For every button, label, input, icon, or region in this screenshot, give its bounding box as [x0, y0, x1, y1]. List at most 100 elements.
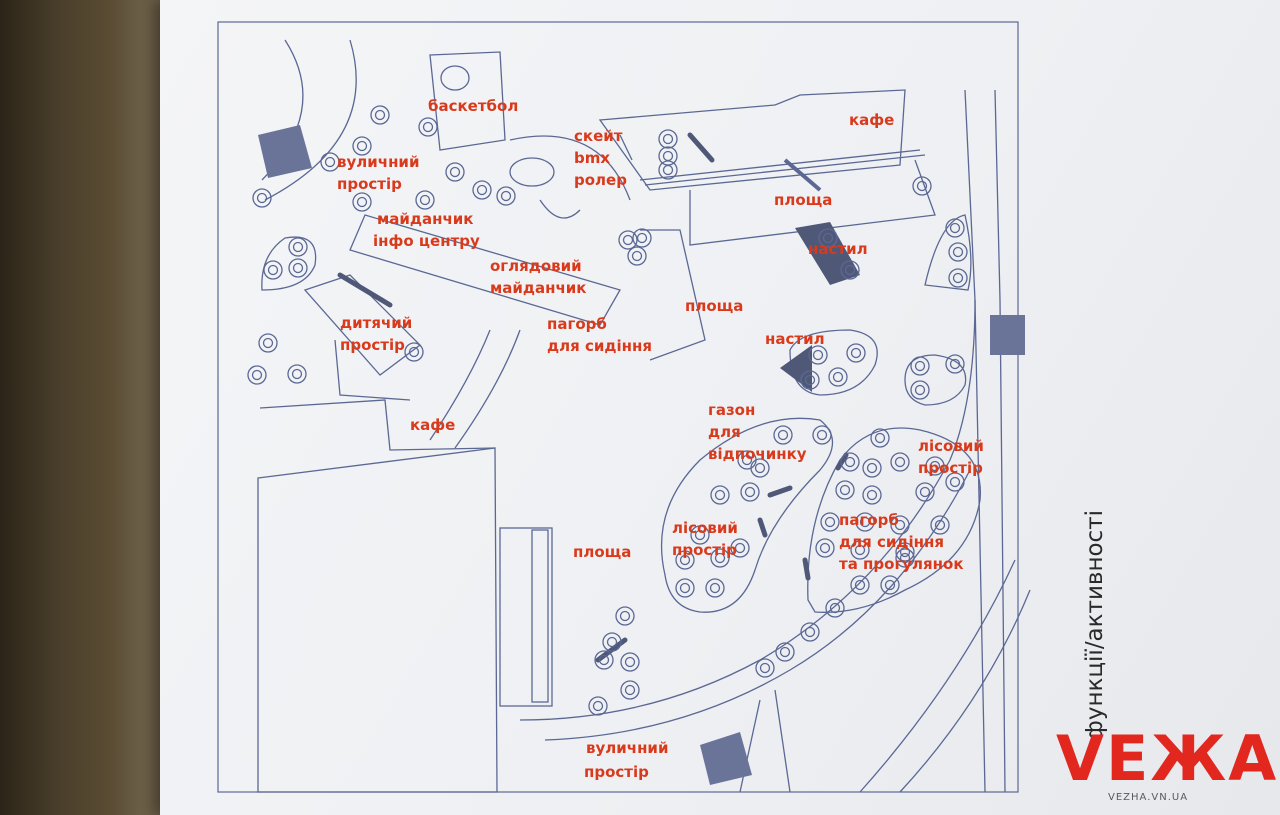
tree-circle-inner [854, 544, 866, 556]
tree-circle-inner [662, 133, 674, 145]
tree-circle-inner [916, 180, 928, 192]
tree-circle-inner [714, 552, 726, 564]
brand-name: VEЖА [1056, 722, 1279, 795]
tree-circle-inner [408, 346, 420, 358]
tree-circle [775, 642, 795, 662]
tree-circle [615, 606, 635, 626]
tree-circle [618, 230, 638, 250]
tree-circle [320, 152, 340, 172]
tree-circle [930, 515, 950, 535]
tree-circle [890, 515, 910, 535]
tree-circle [588, 696, 608, 716]
label-kids-1: дитячий [340, 314, 413, 332]
tree-circle-inner [914, 384, 926, 396]
tree-circle-inner [292, 241, 304, 253]
tree-circle-inner [374, 109, 386, 121]
tree-circle [620, 680, 640, 700]
brand-url: VEZHA.VN.UA [1108, 792, 1189, 803]
tree-circle-inner [894, 519, 906, 531]
tree-circle-inner [662, 164, 674, 176]
tree-circle-inner [777, 429, 789, 441]
tree-circle [912, 176, 932, 196]
tree-circle [404, 342, 424, 362]
tree-circle [890, 452, 910, 472]
tree-circle-inner [476, 184, 488, 196]
tree-circle [800, 370, 820, 390]
tree-circle-inner [251, 369, 263, 381]
tree-circle [658, 160, 678, 180]
building-block [257, 447, 498, 793]
tree-circle [287, 364, 307, 384]
tree-circle [773, 425, 793, 445]
tree-circle-inner [356, 140, 368, 152]
tree-circle-inner [866, 489, 878, 501]
label-forest-right-2: простір [918, 459, 983, 477]
tree-circle [263, 260, 283, 280]
tree-circle [710, 548, 730, 568]
tree-circle [945, 218, 965, 238]
tree-circle-inner [592, 700, 604, 712]
label-info-2: інфо центру [373, 232, 480, 250]
lawn-shape [660, 417, 833, 613]
label-cafe-left: кафе [410, 416, 456, 434]
tree-circle [418, 117, 438, 137]
label-lawn-1: газон [708, 401, 756, 419]
tree-circle [288, 258, 308, 278]
tree-circle-inner [759, 662, 771, 674]
label-view-2: майданчик [490, 279, 587, 297]
tree-circle-inner [854, 579, 866, 591]
tree-circle-inner [874, 432, 886, 444]
tree-circle-inner [832, 371, 844, 383]
brand-logo: VEЖА [1056, 722, 1279, 798]
tree-circle [690, 525, 710, 545]
tree-circle-inner [734, 542, 746, 554]
tree-circle [925, 456, 945, 476]
tree-circle-inner [449, 166, 461, 178]
tree-circle [658, 146, 678, 166]
tree-circle [846, 343, 866, 363]
tree-circle [602, 632, 622, 652]
tree-circle [862, 458, 882, 478]
tree-circle-inner [741, 454, 753, 466]
tree-circle-inner [622, 234, 634, 246]
tree-circle-inner [844, 456, 856, 468]
tree-circle [730, 538, 750, 558]
tree-circle-inner [356, 196, 368, 208]
label-square-mid: площа [685, 297, 744, 315]
label-view-1: оглядовий [490, 257, 582, 275]
label-roller: ролер [574, 171, 627, 189]
tree-circle [496, 186, 516, 206]
tree-circle-inner [819, 542, 831, 554]
tree-circle [675, 578, 695, 598]
label-forest-right-1: лісовий [918, 437, 984, 455]
tree-circle-inner [949, 358, 961, 370]
tree-circle [850, 575, 870, 595]
tree-circle [705, 578, 725, 598]
plan-frame [217, 21, 1019, 793]
tree-circle [915, 482, 935, 502]
tree-circle-inner [812, 349, 824, 361]
tree-circle-inner [859, 516, 871, 528]
tree-circle-inner [914, 360, 926, 372]
tree-circle [870, 428, 890, 448]
tree-circle-inner [662, 150, 674, 162]
tree-circle [828, 367, 848, 387]
tree-circle [880, 575, 900, 595]
tree-circle [627, 246, 647, 266]
tree-circle [862, 485, 882, 505]
label-hill-walk-2: для сидіння [839, 533, 944, 551]
tree-circle-inner [291, 368, 303, 380]
tree-circle-inner [624, 656, 636, 668]
tree-circle-inner [598, 654, 610, 666]
tree-circle [415, 190, 435, 210]
tree-circle-inner [894, 456, 906, 468]
tree-circle [352, 136, 372, 156]
label-street-bottom-1: вуличний [586, 739, 669, 757]
tree-circle-inner [850, 347, 862, 359]
tree-circle-inner [679, 582, 691, 594]
tree-circle-inner [952, 272, 964, 284]
label-skate: скейт [574, 127, 623, 145]
label-street-top-1: вуличний [337, 153, 420, 171]
tree-circle-inner [709, 582, 721, 594]
tree-circle-inner [267, 264, 279, 276]
